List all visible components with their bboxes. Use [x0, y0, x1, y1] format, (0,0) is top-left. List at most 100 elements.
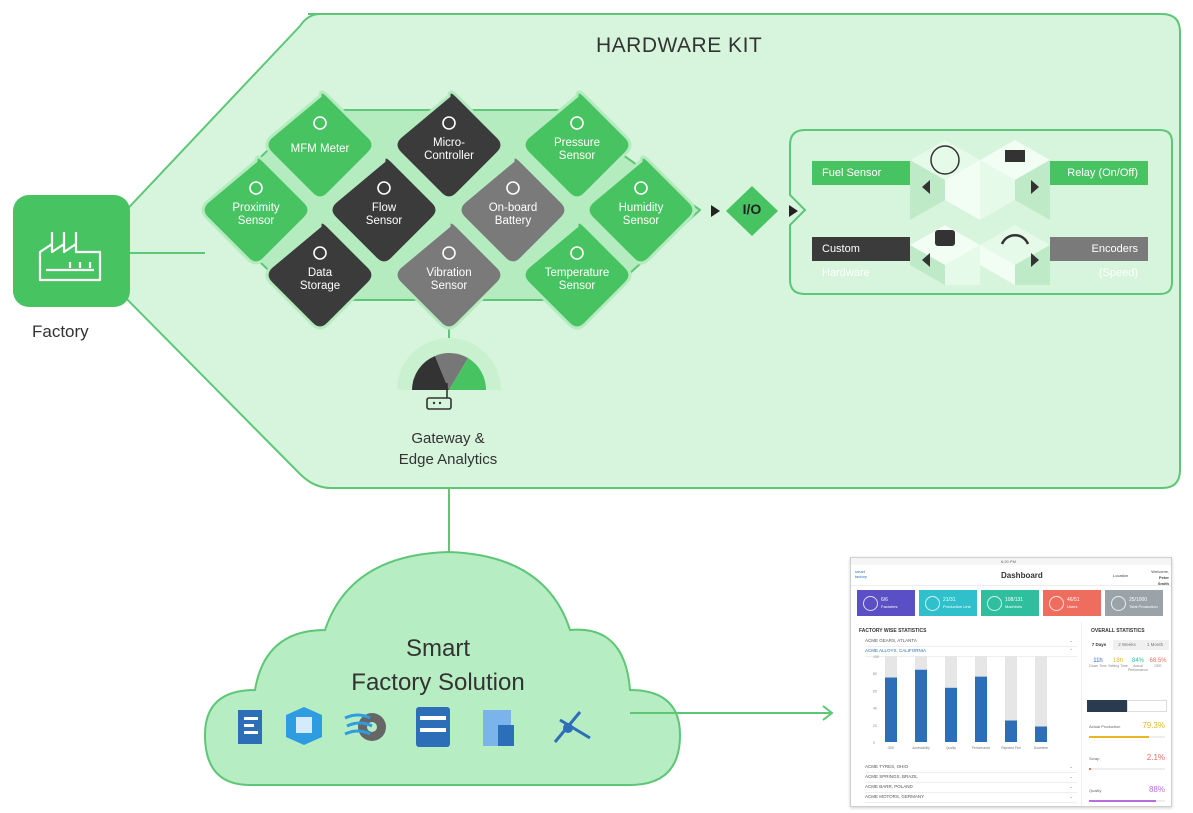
cube-arrow-left-1	[922, 180, 930, 194]
micro-icon	[442, 116, 456, 130]
arrow-right-2	[789, 205, 798, 217]
stat-value: 84%	[1131, 658, 1144, 664]
cube-custom-right	[945, 245, 980, 285]
kpi-value: 108/131	[1005, 597, 1024, 603]
progress-track	[1089, 768, 1165, 770]
pressure-icon	[570, 116, 584, 130]
cube-arrow-right-2	[1031, 253, 1039, 267]
tab-period[interactable]: 7 Days	[1085, 640, 1113, 650]
stat-value: 11h	[1093, 658, 1103, 664]
x-tick-label: Quality	[946, 746, 956, 750]
y-tick-label: 40	[873, 707, 877, 711]
storage-icon	[935, 230, 955, 246]
factory-name: ACME ALLOYS, CALIFORNIA	[865, 648, 927, 653]
progress-label: Actual Production	[1089, 724, 1121, 729]
stat-value: 68.5%	[1149, 658, 1167, 664]
chevron-down-icon: ⌄	[1069, 764, 1073, 769]
y-tick-label: 80	[873, 672, 877, 676]
factory-row[interactable]: ACME MOTORS, GERMANY⌄	[865, 792, 1077, 803]
tile-label-micro: Micro-Controller	[424, 137, 474, 162]
y-tick-label: 60	[873, 689, 877, 693]
kpi-icon	[925, 596, 940, 611]
progress-label: Quality	[1089, 788, 1102, 793]
cloud-icons	[238, 707, 591, 747]
stat-label: OEE	[1154, 664, 1162, 668]
factory-row[interactable]: ACME SPRINGS, BRAZIL⌄	[865, 772, 1077, 783]
progress-track	[1089, 736, 1165, 738]
factory-tile	[13, 195, 130, 307]
bar-track	[1035, 656, 1047, 742]
gateway-label-line-2: Edge Analytics	[398, 451, 498, 468]
factory-row[interactable]: ACME BARR, POLAND⌄	[865, 782, 1077, 793]
progress-fill	[1089, 800, 1156, 802]
tile-storage	[265, 220, 375, 330]
factory-name: ACME BARR, POLAND	[865, 784, 913, 789]
gauge-grey	[435, 353, 468, 390]
factory-row[interactable]: ACME ALLOYS, CALIFORNIA⌃	[865, 646, 1077, 657]
wind-icon	[344, 713, 373, 736]
tile-pressure	[522, 90, 632, 200]
io-label: I/O	[742, 201, 762, 217]
toggle-chart[interactable]	[1087, 700, 1127, 712]
fuel-sensor-tag: Fuel Sensor	[812, 161, 910, 185]
hardware-kit-title: HARDWARE KIT	[596, 34, 763, 57]
factory-row[interactable]: ACME TYRES, OHIO⌄	[865, 762, 1077, 773]
tab-period[interactable]: 1 Month	[1141, 640, 1169, 650]
stat-label: Down Time	[1089, 664, 1107, 668]
logo-line-1: smart	[855, 569, 865, 574]
encoder-icon	[1000, 234, 1030, 245]
overall-stat: 68.5%OEE	[1147, 658, 1169, 668]
divider	[1081, 622, 1082, 806]
temperature-icon	[570, 246, 584, 260]
cube-arrow-left-2	[922, 253, 930, 267]
location-button[interactable]: Location	[1113, 573, 1129, 578]
factory-name: ACME MOTORS, GERMANY	[865, 794, 925, 799]
tab-period[interactable]: 2 Weeks	[1113, 640, 1141, 650]
user-menu[interactable]: Welcome,Peter Smith	[1147, 569, 1169, 587]
stat-label: Setting Time	[1108, 664, 1128, 668]
user-name: Peter Smith	[1157, 575, 1169, 586]
tile-battery	[458, 155, 568, 265]
tile-micro	[394, 90, 504, 200]
bar	[1035, 726, 1047, 742]
io-cubes	[910, 140, 1050, 285]
factory-row[interactable]: ACME GEARS, ATLANTA⌄	[865, 636, 1077, 647]
stat-value: 18h	[1112, 658, 1123, 664]
factory-name: ACME SPRINGS, BRAZIL	[865, 774, 918, 779]
cloud-label-line-1: Smart	[405, 635, 470, 662]
stream-icon	[416, 707, 450, 747]
humidity-icon	[634, 181, 648, 195]
kpi-label: Machines	[1005, 604, 1023, 609]
y-tick-label: 0	[873, 741, 875, 745]
progress-fill	[1089, 768, 1091, 770]
kpi-value: 21/31	[943, 597, 956, 603]
x-tick-label: Performance	[972, 746, 990, 750]
kpi-label: Factories	[881, 604, 898, 609]
router-icon	[426, 397, 452, 410]
toggle-table[interactable]	[1127, 700, 1167, 712]
progress-fill	[1089, 736, 1150, 738]
status-bar: 6:20 PM	[851, 558, 1171, 565]
dashboard-title: Dashboard	[1001, 571, 1043, 580]
x-tick-label: OEE	[888, 746, 895, 750]
kpi-icon	[1049, 596, 1064, 611]
kpi-label: Production Line	[943, 604, 971, 609]
factory-stats-title: FACTORY WISE STATISTICS	[859, 628, 927, 634]
gateway-label: Gateway & Edge Analytics	[378, 428, 518, 470]
factory-name: ACME GEARS, ATLANTA	[865, 638, 917, 643]
